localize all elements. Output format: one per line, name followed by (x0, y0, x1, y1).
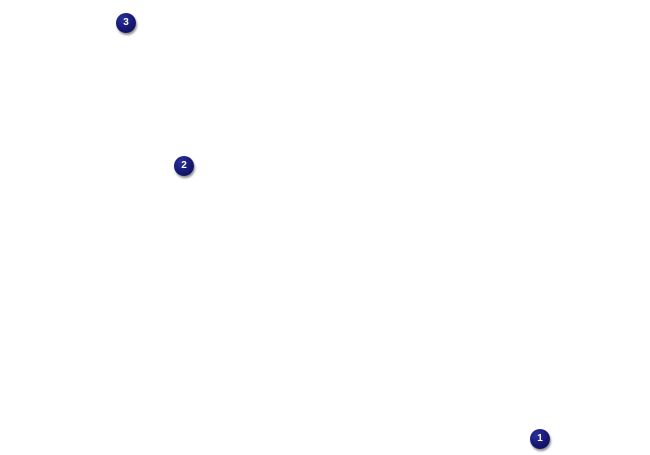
marker-badge-2[interactable]: 2 (174, 156, 194, 176)
marker-badge-1[interactable]: 1 (530, 429, 550, 449)
marker-badge-3[interactable]: 3 (116, 13, 136, 33)
